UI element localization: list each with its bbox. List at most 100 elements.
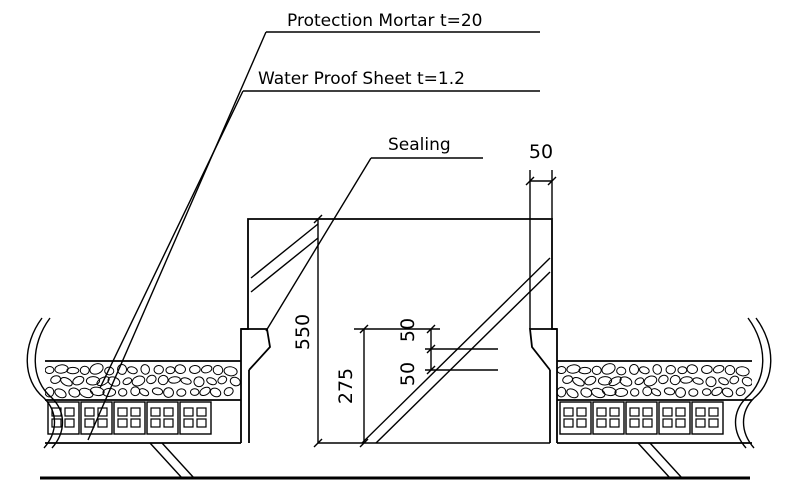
right-sealing-notch xyxy=(528,328,557,371)
gravel-stone xyxy=(616,366,627,376)
left-block-layer xyxy=(47,401,212,435)
gravel-stone xyxy=(223,387,234,397)
gravel-stone xyxy=(122,377,133,386)
gravel-stone xyxy=(601,386,617,397)
gravel-stone xyxy=(688,388,699,397)
gravel-stone xyxy=(572,377,585,387)
hollow-block xyxy=(625,401,658,435)
gravel-stone xyxy=(741,376,752,387)
right-block-layer xyxy=(559,401,724,435)
hollow-block xyxy=(146,401,179,435)
gravel-stone xyxy=(634,377,645,386)
gravel-stone xyxy=(165,366,176,375)
right-slab xyxy=(557,360,752,479)
gravel-stone xyxy=(72,375,85,386)
gravel-stone xyxy=(45,386,55,398)
gravel-stone xyxy=(199,386,211,397)
total-height-dimension: 550 xyxy=(292,214,323,448)
gravel-stone xyxy=(54,388,67,399)
gravel-stone xyxy=(686,364,698,375)
gravel-stone xyxy=(102,387,117,397)
protection-mortar-label: Protection Mortar t=20 xyxy=(287,11,482,31)
gravel-stone xyxy=(705,376,717,388)
gravel-stone xyxy=(701,388,712,396)
hollow-block xyxy=(47,401,80,435)
gravel-stone xyxy=(176,388,187,397)
gravel-stone xyxy=(212,364,224,376)
gravel-stone xyxy=(619,376,633,387)
section-break-hatch xyxy=(250,223,551,444)
hollow-block xyxy=(691,401,724,435)
gravel-stone xyxy=(189,364,201,374)
gravel-stone xyxy=(140,364,150,375)
gravel-stone xyxy=(663,387,676,396)
gravel-stone xyxy=(597,376,613,386)
gravel-stone xyxy=(692,377,704,385)
gravel-stone xyxy=(669,374,681,386)
lower-height-dimension: 275 xyxy=(335,324,440,448)
gravel-stone xyxy=(566,364,581,374)
right-gravel-layer xyxy=(557,363,752,399)
gap-dimensions: 50 50 xyxy=(397,318,498,386)
gravel-stone xyxy=(223,366,238,377)
gravel-stone xyxy=(601,363,616,375)
protection-mortar-callout: Protection Mortar t=20 xyxy=(87,11,540,441)
top-width-dimension: 50 xyxy=(525,141,557,219)
hollow-block xyxy=(113,401,146,435)
hollow-block xyxy=(592,401,625,435)
gravel-stone xyxy=(126,366,138,375)
gravel-stone xyxy=(66,366,80,375)
gravel-stone xyxy=(151,387,164,396)
total-height-value: 550 xyxy=(292,314,314,350)
gravel-stone xyxy=(638,366,650,375)
gravel-stone xyxy=(718,377,729,386)
gravel-stone xyxy=(665,364,676,375)
gravel-stone xyxy=(721,387,734,398)
gravel-stone xyxy=(217,375,228,385)
hollow-block xyxy=(80,401,113,435)
gravel-stone xyxy=(68,387,81,398)
gravel-stone xyxy=(168,376,181,384)
gravel-stone xyxy=(729,375,740,385)
gravel-stone xyxy=(180,377,192,385)
gravel-stone xyxy=(680,376,693,384)
lower-height-value: 275 xyxy=(335,368,357,404)
gravel-stone xyxy=(153,364,164,375)
gravel-stone xyxy=(584,375,597,386)
gravel-stone xyxy=(591,365,602,375)
gravel-stone xyxy=(50,375,61,384)
upper-gap-value: 50 xyxy=(397,318,419,342)
gravel-stone xyxy=(163,387,174,398)
gravel-stone xyxy=(735,366,750,377)
gravel-stone xyxy=(78,387,94,399)
gravel-stone xyxy=(675,387,686,398)
gravel-stone xyxy=(138,388,150,397)
left-slab xyxy=(45,360,241,479)
sealing-callout: Sealing xyxy=(265,135,483,332)
gravel-stone xyxy=(562,375,573,384)
gravel-stone xyxy=(735,387,746,397)
gravel-stone xyxy=(45,366,55,375)
gravel-stone xyxy=(711,386,723,397)
sealing-label: Sealing xyxy=(388,135,451,155)
gravel-stone xyxy=(677,366,688,375)
gravel-stone xyxy=(131,375,146,387)
gravel-stone xyxy=(643,375,658,387)
hollow-block xyxy=(179,401,212,435)
lower-gap-value: 50 xyxy=(397,362,419,386)
gravel-stone xyxy=(193,376,205,388)
gravel-stone xyxy=(566,388,579,399)
gravel-stone xyxy=(85,376,101,386)
waterproof-sheet-callout: Water Proof Sheet t=1.2 xyxy=(99,69,540,389)
gravel-stone xyxy=(206,377,217,386)
gravel-stone xyxy=(79,365,90,375)
gravel-stone xyxy=(189,388,200,396)
gravel-stone xyxy=(60,377,73,387)
gravel-stone xyxy=(712,364,725,374)
left-gravel-layer xyxy=(45,363,241,399)
gravel-stone xyxy=(118,388,128,397)
gravel-stone xyxy=(89,363,104,375)
gravel-stone xyxy=(89,386,105,397)
gravel-stone xyxy=(578,366,592,375)
